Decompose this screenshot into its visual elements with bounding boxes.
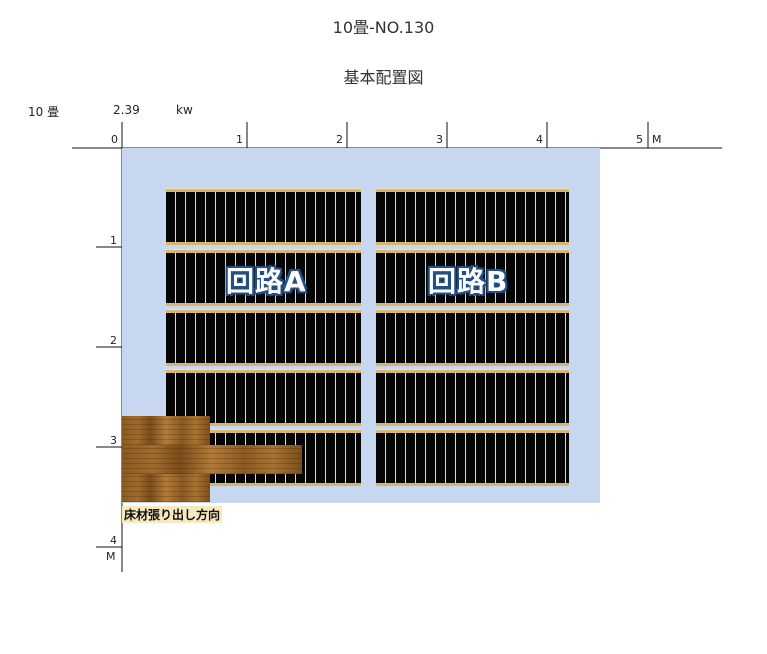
page-subtitle: 基本配置図 [343,68,424,87]
circuit-label-b: 回路B [428,265,509,298]
y-tick-label-3: 3 [110,434,117,447]
power-unit: kw [176,103,193,117]
y-tick-label-2: 2 [110,334,117,347]
x-tick-label-1: 1 [236,133,243,146]
heating-panel [376,429,569,486]
y-tick-label-1: 1 [110,234,117,247]
heating-panel [166,249,361,306]
heating-panel [376,309,569,366]
y-tick-label-4: 4 [110,534,117,547]
wood-plank-sample [122,474,210,502]
x-tick-label-5: 5 [636,133,643,146]
y-axis-unit: M [106,550,116,563]
heating-panel [166,309,361,366]
x-tick-label-0: 0 [111,133,118,146]
flooring-direction-label: 床材張り出し方向 [122,506,223,523]
x-tick-label-2: 2 [336,133,343,146]
circuit-label-a: 回路A [226,265,307,298]
wood-plank-sample [122,445,302,474]
page-title: 10畳-NO.130 [332,18,435,37]
heating-panel [376,188,569,245]
wood-plank-sample [122,416,210,445]
heating-panel [376,369,569,426]
x-tick-label-3: 3 [436,133,443,146]
power-value: 2.39 [113,103,140,117]
x-axis-unit: M [652,133,662,146]
x-tick-label-4: 4 [536,133,543,146]
heating-panel [376,249,569,306]
heating-panel [166,188,361,245]
room-size: 10 畳 [28,105,60,119]
